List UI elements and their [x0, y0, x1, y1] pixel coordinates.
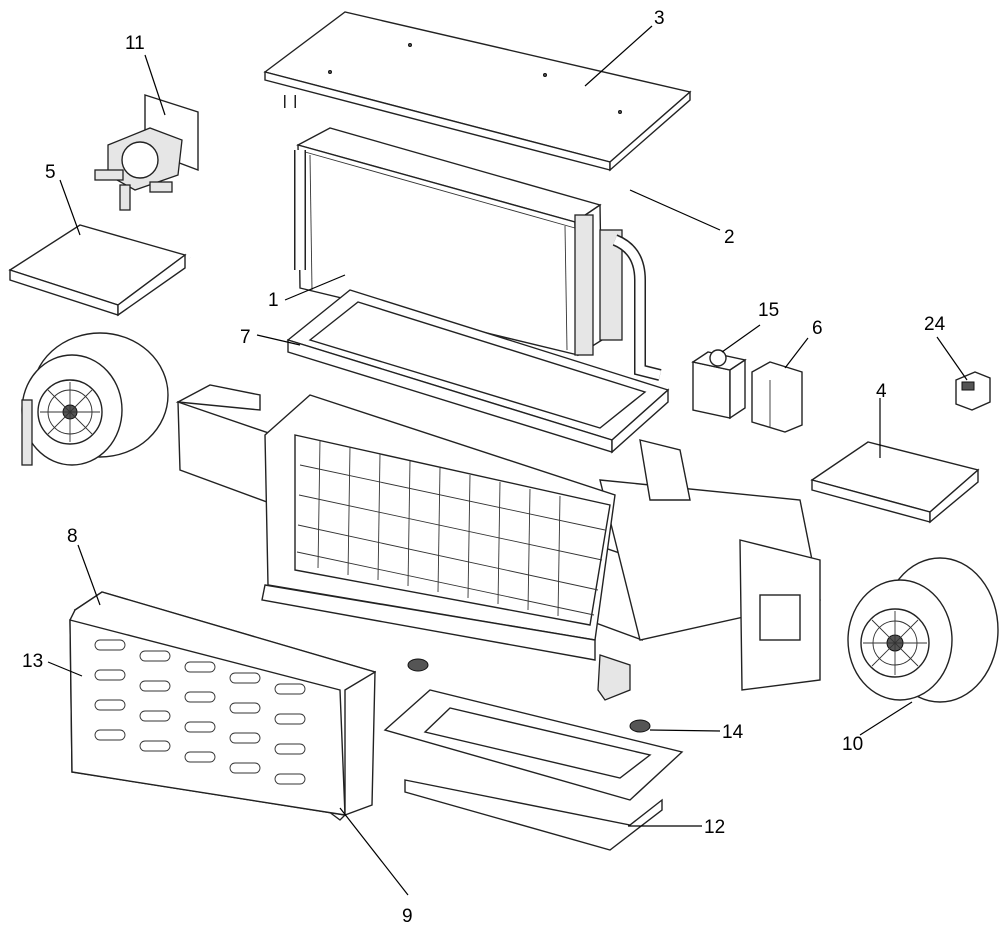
part-left-plate	[8, 224, 187, 317]
callout-15: 15	[758, 300, 779, 321]
callout-12: 12	[704, 817, 725, 838]
grille-mesh	[296, 439, 606, 617]
callout-4: 4	[876, 381, 887, 402]
part-right-blower	[847, 557, 999, 703]
evaporator-fittings	[574, 214, 623, 356]
callout-3: 3	[654, 8, 665, 29]
callout-10: 10	[842, 734, 863, 755]
callout-labels: 3 11 5 2 1 15 7 6 24 4 8 13 14 10 12 9	[22, 8, 946, 927]
callout-2: 2	[724, 227, 735, 248]
part-drain-pan	[286, 289, 670, 454]
callout-6: 6	[812, 318, 823, 339]
leader-lines	[47, 25, 968, 896]
callout-8: 8	[67, 526, 78, 547]
part-return-grille	[69, 591, 376, 821]
part-water-valve	[94, 94, 199, 211]
callout-14: 14	[722, 722, 744, 743]
callout-7: 7	[240, 327, 251, 348]
part-right-plate	[810, 441, 980, 524]
part-front-grille-frame	[261, 394, 631, 701]
callout-24: 24	[924, 314, 946, 335]
part-relay	[955, 371, 991, 411]
callout-1: 1	[268, 290, 279, 311]
part-bracket	[751, 361, 803, 433]
part-plugs	[407, 658, 651, 733]
callout-11: 11	[125, 33, 145, 54]
callout-5: 5	[45, 162, 56, 183]
part-top-cover	[263, 11, 692, 172]
part-hoses	[188, 95, 662, 381]
part-filter-frame	[383, 689, 684, 851]
part-expansion-valve	[691, 349, 747, 420]
callout-13: 13	[22, 651, 43, 672]
grille-slots	[94, 639, 306, 785]
callout-9: 9	[402, 906, 413, 927]
part-left-blower	[21, 332, 169, 466]
